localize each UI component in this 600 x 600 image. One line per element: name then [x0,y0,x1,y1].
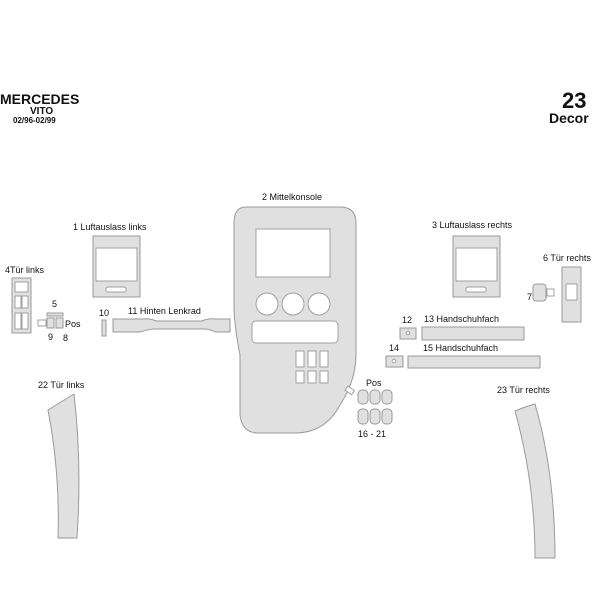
piece-count: 23 [562,88,587,113]
part-7 [532,283,555,302]
label-part-11: 11 Hinten Lenkrad [128,306,201,316]
label-part-22: 22 Tür links [38,380,85,390]
label-part-3: 3 Luftauslass rechts [432,220,513,230]
part-23-door-right-strip [514,403,556,559]
part-22-door-left-strip [47,393,80,539]
part-11-rear-steering-wheel [112,318,231,333]
label-pos-left: Pos [65,319,81,329]
label-pos-right: Pos [366,378,382,388]
brand-title: MERCEDES [0,91,80,107]
label-part-14: 14 [389,343,400,353]
label-part-4: 4Tür links [5,265,45,275]
part-10 [101,319,107,337]
label-part-2: 2 Mittelkonsole [262,192,323,202]
part-1-air-vent-left [92,235,141,298]
part-15-glovebox [407,355,541,369]
part-3-air-vent-right [452,235,501,298]
part-4-door-left [11,277,32,334]
part-12 [399,327,417,340]
label-parts-16-21: 16 - 21 [358,429,387,439]
model-name: VITO [30,106,54,117]
parts-16-21 [344,385,393,425]
part-13-glovebox [421,326,525,341]
label-part-5: 5 [52,299,58,309]
label-part-15: 15 Handschuhfach [423,343,499,353]
parts-5-8-9 [37,312,64,329]
label-part-6: 6 Tür rechts [543,253,591,263]
label-part-7: 7 [527,292,533,302]
part-2-center-console [233,206,357,434]
product-type: Decor [549,110,589,126]
label-part-13: 13 Handschuhfach [424,314,500,324]
label-part-10: 10 [99,308,110,318]
part-6-door-right [561,266,582,323]
model-years: 02/96-02/99 [13,116,56,125]
label-part-8: 8 [63,333,69,343]
label-part-12: 12 [402,315,413,325]
label-part-1: 1 Luftauslass links [73,222,147,232]
part-14 [385,355,404,368]
label-part-9: 9 [48,332,54,342]
label-part-23: 23 Tür rechts [497,385,550,395]
